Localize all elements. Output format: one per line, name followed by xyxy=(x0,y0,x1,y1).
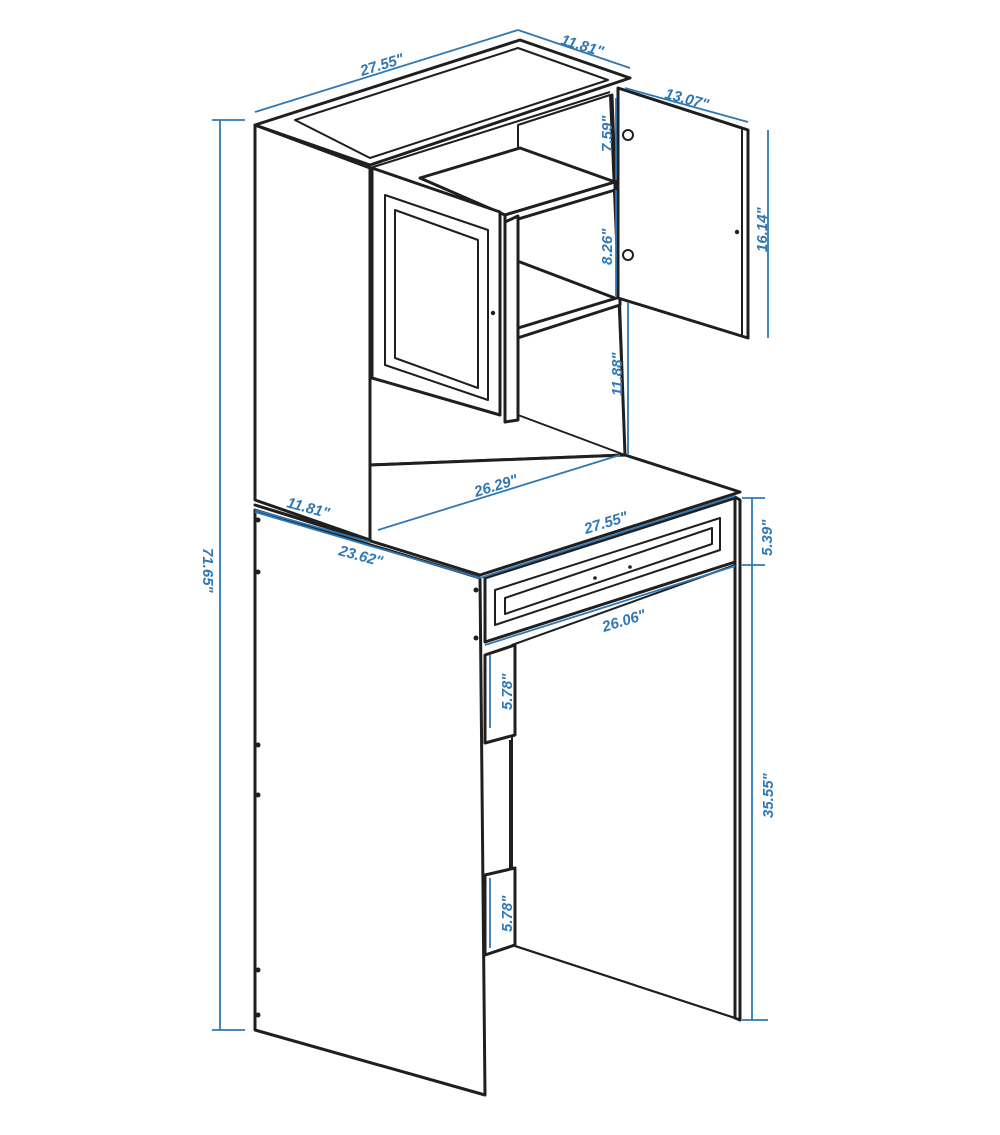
right-door-knob xyxy=(734,229,740,235)
label-drawer-height: 5.39" xyxy=(759,519,776,556)
hinge-upper-icon xyxy=(622,129,634,141)
dim-line-drawer-width xyxy=(484,565,736,646)
right-door xyxy=(616,86,750,340)
hutch xyxy=(253,38,750,542)
dim-line-base-depth xyxy=(254,511,481,579)
hutch-top xyxy=(253,38,632,167)
drawer-panel-inner xyxy=(504,527,713,615)
dim-line-inner-width xyxy=(377,454,621,531)
dim-line-door-width xyxy=(624,87,749,123)
label-base-height: 35.55" xyxy=(760,772,777,818)
label-total-height: 71.65" xyxy=(199,548,216,594)
base xyxy=(253,453,742,1097)
mount-hole xyxy=(473,587,479,593)
left-door-knob xyxy=(490,310,496,316)
drawer-knob-left xyxy=(593,576,597,580)
base-inner-back xyxy=(511,564,736,1019)
hutch-left-side xyxy=(253,123,372,542)
mount-hole xyxy=(255,517,261,523)
left-door-panel-inner xyxy=(394,209,479,389)
drawer-panel xyxy=(494,517,721,626)
label-shelf-upper: 7.59" xyxy=(599,115,616,152)
label-shelf-middle: 8.26" xyxy=(599,228,616,265)
hinge-lower-icon xyxy=(622,249,634,261)
label-rail-lower: 5.78" xyxy=(499,895,516,932)
label-shelf-lower: 11.88" xyxy=(609,352,626,396)
hutch-divider xyxy=(503,214,520,424)
left-door xyxy=(370,166,502,417)
label-top-width: 27.55" xyxy=(357,50,406,80)
mount-hole xyxy=(255,967,261,973)
dim-line-counter-depth xyxy=(254,509,371,543)
dim-line-top-width xyxy=(254,29,519,113)
base-left-side xyxy=(253,508,487,1097)
counter-top xyxy=(253,453,742,577)
mount-hole xyxy=(255,1012,261,1018)
dim-line-top-depth xyxy=(517,29,631,69)
hutch-top-recess xyxy=(294,47,609,159)
shelf-middle xyxy=(503,180,617,225)
label-door-height: 16.14" xyxy=(754,206,771,252)
base-floor-line xyxy=(511,944,736,1019)
hutch-ceiling-edge xyxy=(369,91,611,169)
mount-hole xyxy=(473,635,479,641)
mount-hole xyxy=(255,742,261,748)
rail-upper xyxy=(483,643,517,745)
dimension-lines xyxy=(212,29,769,1031)
left-door-panel xyxy=(384,194,489,401)
drawer-knob-right xyxy=(628,565,632,569)
mount-hole xyxy=(255,792,261,798)
label-rail-upper: 5.78" xyxy=(499,673,516,710)
dim-line-counter-width xyxy=(479,495,736,579)
mount-hole xyxy=(255,569,261,575)
